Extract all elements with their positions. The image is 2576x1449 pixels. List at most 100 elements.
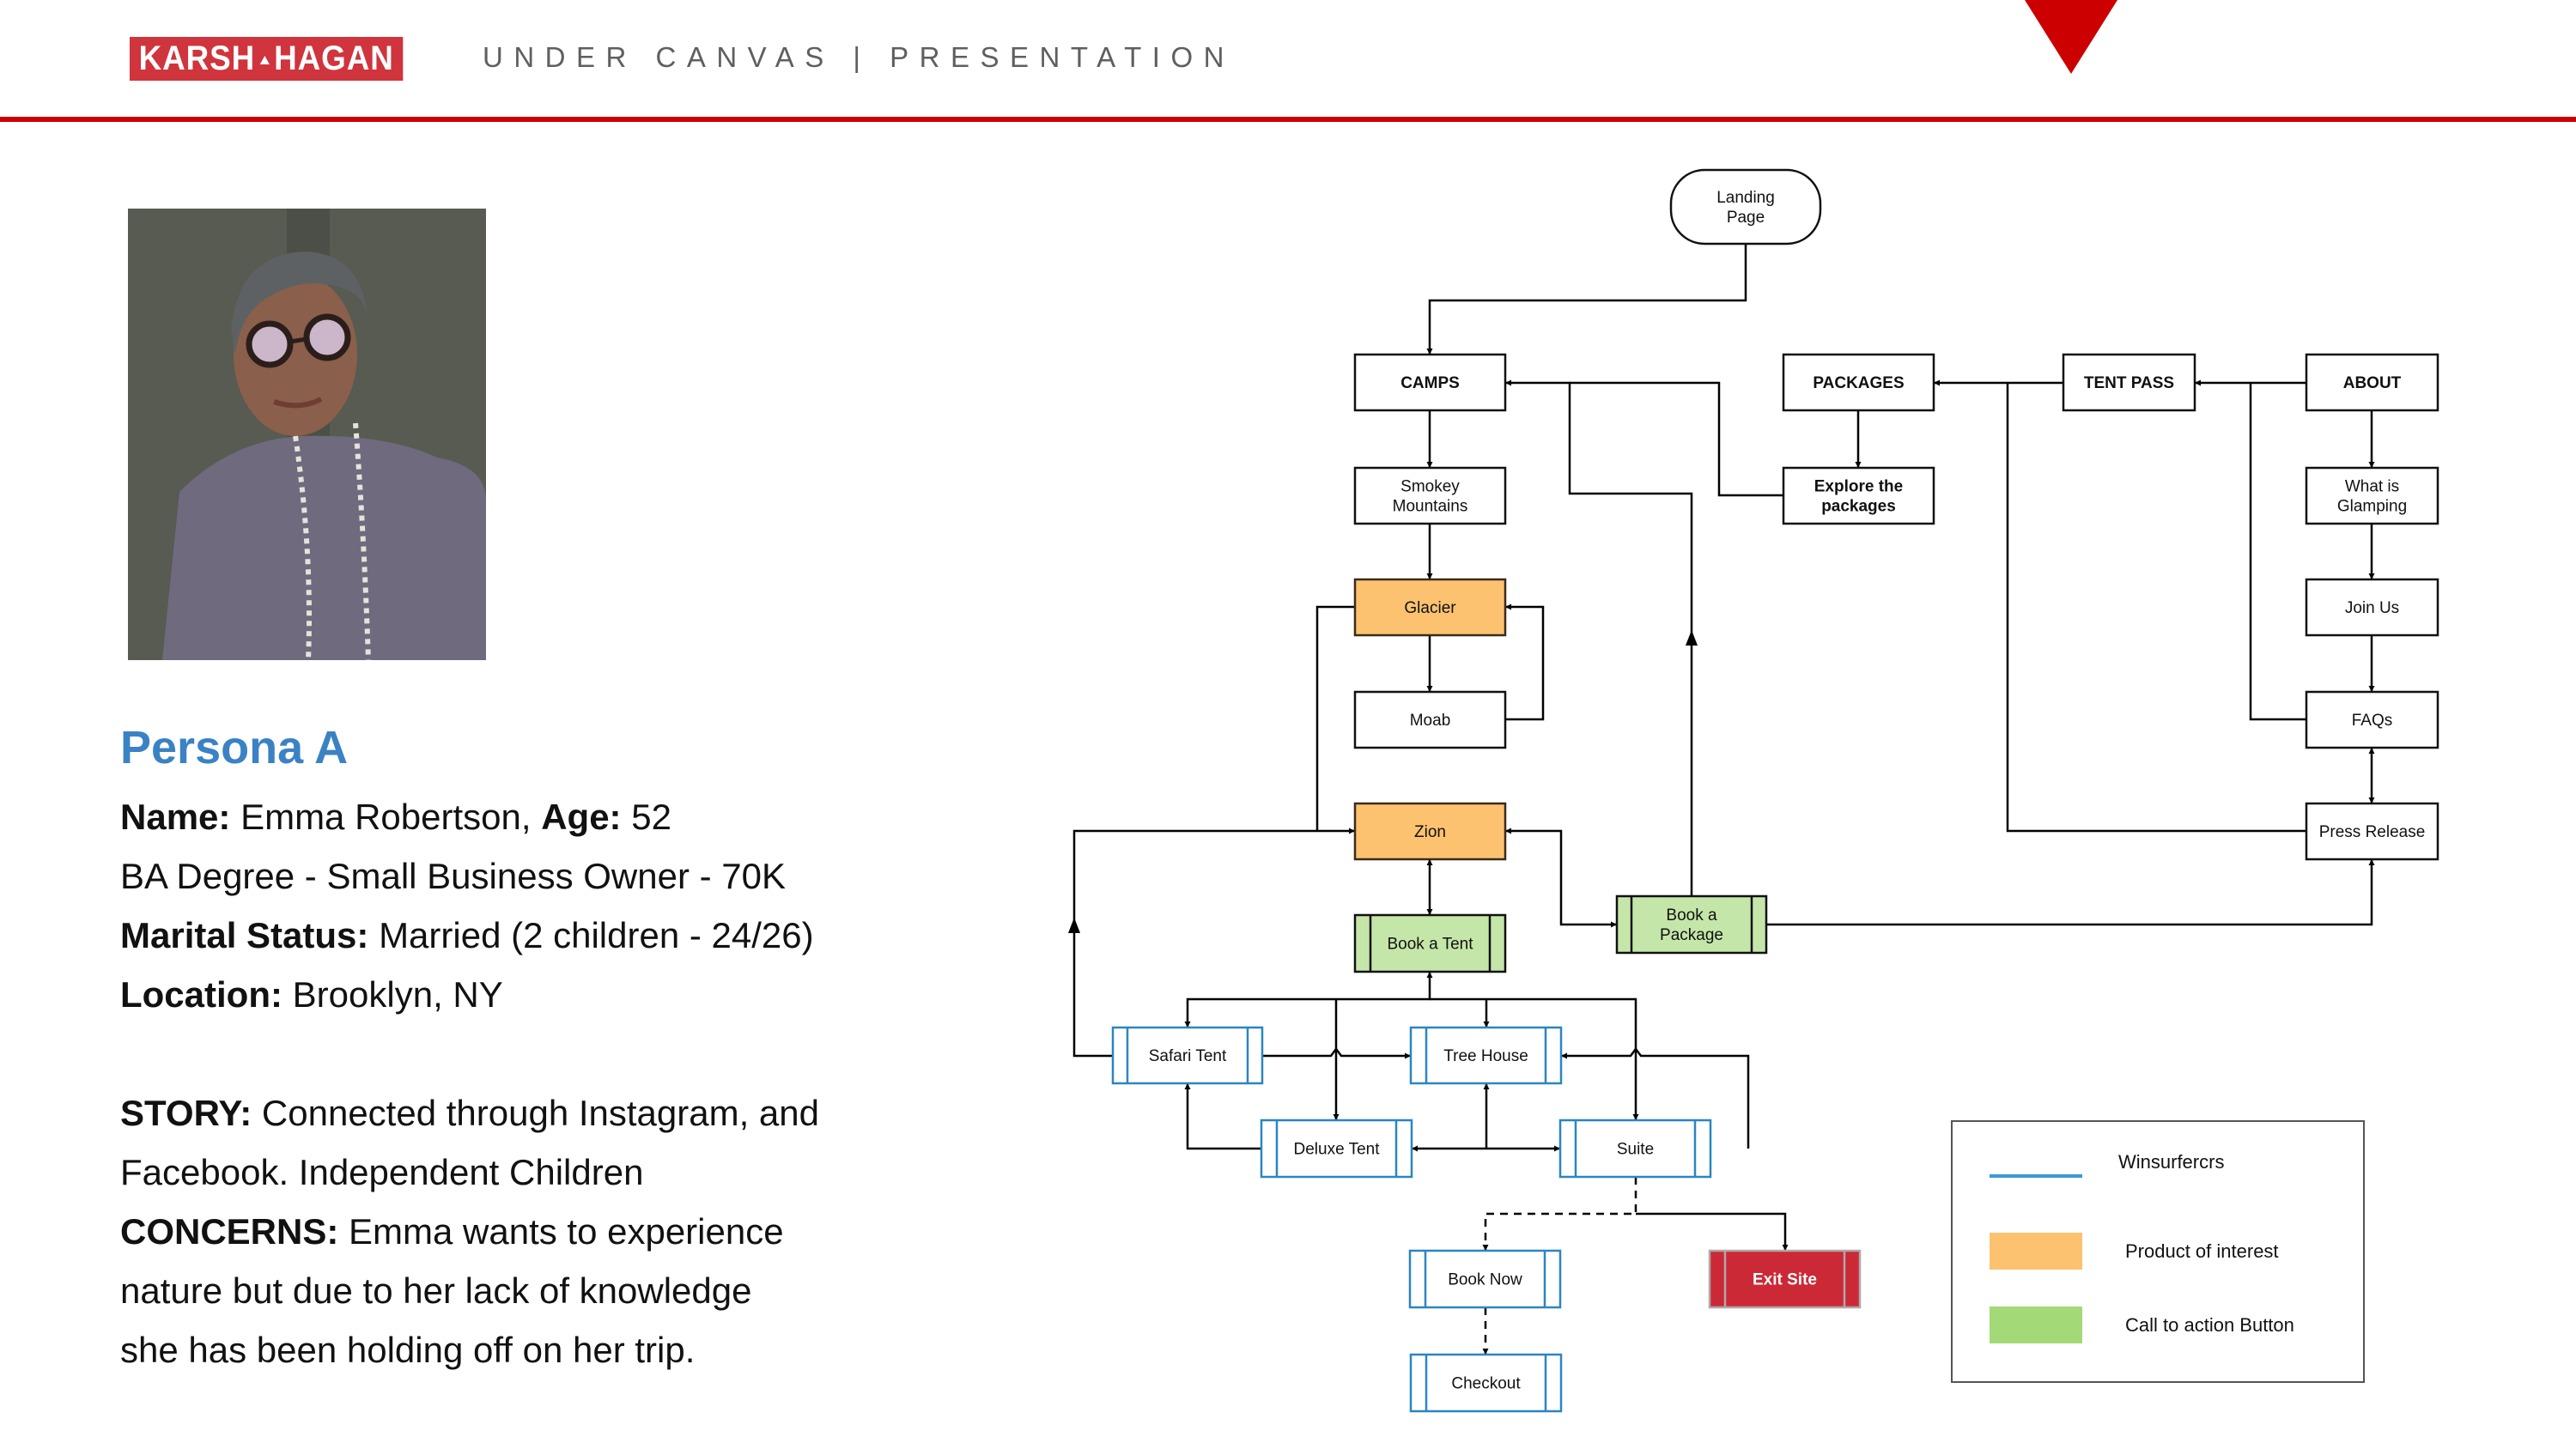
location-label: Location: xyxy=(120,974,283,1015)
connector-suite-to-exit xyxy=(1636,1212,1789,1251)
concerns-line-1: CONCERNS: Emma wants to experience xyxy=(120,1211,784,1252)
node-shape xyxy=(2305,690,2439,749)
persona-marital-line: Marital Status: Married (2 children - 24… xyxy=(120,915,814,956)
flow-node-treehouse: Tree House xyxy=(1409,1026,1563,1085)
node-label: Join Us xyxy=(2345,599,2399,617)
node-label: Explore the xyxy=(1814,478,1903,496)
flow-node-packages: PACKAGES xyxy=(1782,353,1935,412)
node-label: Landing xyxy=(1716,189,1775,207)
legend-item: Winsurfercrs xyxy=(1990,1151,2224,1178)
node-label: Zion xyxy=(1414,823,1446,841)
connector-bookatent-to-safari xyxy=(1184,972,1433,1028)
flow-node-exit: Exit Site xyxy=(1708,1249,1862,1309)
persona-portrait-illustration xyxy=(128,209,486,660)
arrowhead-up-icon xyxy=(1686,630,1698,646)
node-label: Glamping xyxy=(2337,498,2407,516)
node-shape xyxy=(1558,1119,1712,1179)
flow-node-suite: Suite xyxy=(1558,1119,1712,1179)
connector-safari-to-treehouse xyxy=(1262,1046,1411,1059)
red-triangle-marker-icon xyxy=(2025,0,2117,74)
persona-title: Persona A xyxy=(120,722,349,773)
name-value: Emma Robertson, xyxy=(240,797,532,837)
connector-bookatent-to-suite xyxy=(1430,997,1639,1120)
flow-node-booknow: Book Now xyxy=(1408,1249,1562,1309)
node-label: Suite xyxy=(1617,1141,1654,1159)
node-shape xyxy=(1353,913,1507,973)
connector-deluxe-to-safari xyxy=(1184,1083,1261,1150)
node-shape xyxy=(1353,802,1507,861)
connector-explore-to-camps xyxy=(1570,381,1783,497)
concerns-line-2: nature but due to her lack of knowledge xyxy=(120,1270,752,1311)
flowchart-connectors xyxy=(1068,244,2375,1355)
flow-node-joinus: Join Us xyxy=(2305,578,2439,637)
concerns-text-1: Emma wants to experience xyxy=(349,1211,784,1252)
connector-glacier-to-zion xyxy=(1315,605,1355,831)
connector-bookapackage-to-press xyxy=(1766,859,2375,926)
connector-zion-to-bookapackage xyxy=(1505,828,1617,928)
story-line-1: STORY: Connected through Instagram, and xyxy=(120,1093,819,1134)
flow-node-explore: Explore the packages xyxy=(1782,466,1935,525)
marital-label: Marital Status: xyxy=(120,915,369,955)
node-shape xyxy=(1111,1026,1264,1085)
flow-node-safari: Safari Tent xyxy=(1111,1026,1264,1085)
node-label: Press Release xyxy=(2319,823,2426,841)
node-shape xyxy=(1353,578,1507,637)
flow-node-zion: Zion xyxy=(1353,802,1507,861)
node-shape xyxy=(1408,1249,1562,1309)
legend-swatch-line xyxy=(1990,1174,2082,1178)
node-shape xyxy=(1708,1249,1862,1309)
node-shape xyxy=(1669,168,1822,246)
flow-node-glacier: Glacier xyxy=(1353,578,1507,637)
node-label: packages xyxy=(1821,498,1896,516)
logo-text-left: KARSH xyxy=(138,39,256,77)
flow-node-checkout: Checkout xyxy=(1409,1353,1563,1413)
legend-swatch-box xyxy=(1990,1233,2082,1270)
persona-photo xyxy=(128,209,486,660)
connector-faqs-to-tentpass xyxy=(2249,383,2306,721)
concerns-line-3: she has been holding off on her trip. xyxy=(120,1330,696,1370)
connector-suite-to-treehouse xyxy=(1561,1046,1750,1149)
persona-education-line: BA Degree - Small Business Owner - 70K xyxy=(120,856,786,896)
presentation-title: UNDER CANVAS | PRESENTATION xyxy=(483,41,1235,73)
node-shape xyxy=(2062,353,2196,412)
legend-label: Product of interest xyxy=(2125,1240,2279,1262)
age-label: Age: xyxy=(541,797,622,837)
node-label: Safari Tent xyxy=(1149,1047,1227,1065)
flow-node-bookatent: Book a Tent xyxy=(1353,913,1507,973)
node-label: Exit Site xyxy=(1753,1271,1817,1289)
node-label: Deluxe Tent xyxy=(1294,1141,1381,1159)
node-shape xyxy=(1409,1026,1563,1085)
connector-press-to-packages xyxy=(2006,383,2306,833)
connector-moab-to-glacier xyxy=(1505,603,1545,721)
node-label: Book Now xyxy=(1448,1271,1522,1289)
node-label: Checkout xyxy=(1451,1375,1521,1393)
node-shape xyxy=(2305,466,2439,525)
flow-node-press: Press Release xyxy=(2305,802,2439,861)
node-label: Glacier xyxy=(1404,599,1456,617)
concerns-label: CONCERNS: xyxy=(120,1211,339,1252)
flow-node-about: ABOUT xyxy=(2305,353,2439,412)
story-label: STORY: xyxy=(120,1093,252,1133)
legend-label: Winsurfercrs xyxy=(2118,1151,2224,1173)
age-value: 52 xyxy=(631,797,671,837)
connector-landing-to-camps xyxy=(1426,244,1747,355)
flow-node-deluxe: Deluxe Tent xyxy=(1260,1119,1413,1179)
name-label: Name: xyxy=(120,797,231,837)
legend-item: Product of interest xyxy=(1990,1233,2279,1270)
node-shape xyxy=(1353,690,1507,749)
node-label: Book a xyxy=(1666,906,1717,925)
connector-suite-to-booknow xyxy=(1482,1177,1637,1251)
node-label: PACKAGES xyxy=(1813,374,1904,392)
node-shape xyxy=(2305,353,2439,412)
node-shape xyxy=(1353,353,1507,412)
connector-safari-to-zion xyxy=(1072,828,1355,1058)
flow-node-faqs: FAQs xyxy=(2305,690,2439,749)
node-label: TENT PASS xyxy=(2084,374,2174,392)
